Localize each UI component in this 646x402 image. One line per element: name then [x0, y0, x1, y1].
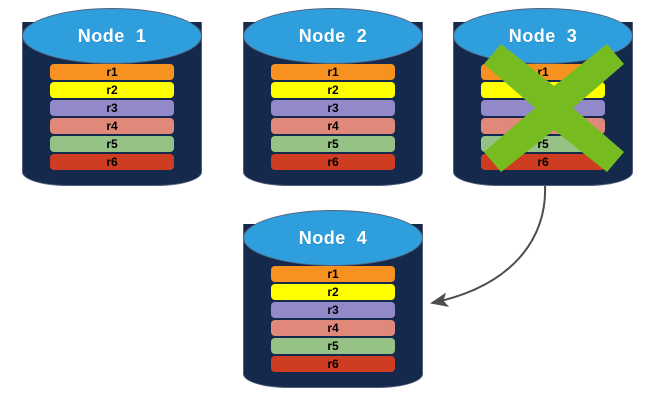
row-r3[interactable]: r3: [481, 100, 605, 116]
row-r5[interactable]: r5: [271, 136, 395, 152]
row-list-1: r1 r2 r3 r4 r5 r6: [50, 64, 174, 170]
row-r4[interactable]: r4: [481, 118, 605, 134]
node-title-2: Node 2: [298, 25, 368, 46]
row-r6[interactable]: r6: [50, 154, 174, 170]
node-1[interactable]: Node 1 r1 r2 r3 r4 r5 r6: [22, 8, 202, 186]
row-r3[interactable]: r3: [271, 302, 395, 318]
row-r4[interactable]: r4: [271, 118, 395, 134]
row-r2[interactable]: r2: [50, 82, 174, 98]
row-r3[interactable]: r3: [271, 100, 395, 116]
cylinder-top-3: Node 3: [453, 8, 633, 64]
row-r6[interactable]: r6: [271, 154, 395, 170]
row-r1[interactable]: r1: [481, 64, 605, 80]
row-r5[interactable]: r5: [50, 136, 174, 152]
node-title-1: Node 1: [77, 25, 147, 46]
arrow-path: [430, 185, 547, 307]
row-r3[interactable]: r3: [50, 100, 174, 116]
node-4[interactable]: Node 4 r1 r2 r3 r4 r5 r6: [243, 210, 423, 388]
row-list-4: r1 r2 r3 r4 r5 r6: [271, 266, 395, 372]
row-r1[interactable]: r1: [271, 64, 395, 80]
row-r1[interactable]: r1: [271, 266, 395, 282]
node-title-4: Node 4: [298, 227, 368, 248]
row-r6[interactable]: r6: [271, 356, 395, 372]
row-r6[interactable]: r6: [481, 154, 605, 170]
row-r2[interactable]: r2: [271, 82, 395, 98]
cylinder-top-4: Node 4: [243, 210, 423, 266]
cylinder-top-1: Node 1: [22, 8, 202, 64]
row-r2[interactable]: r2: [271, 284, 395, 300]
row-r5[interactable]: r5: [481, 136, 605, 152]
node-2[interactable]: Node 2 r1 r2 r3 r4 r5 r6: [243, 8, 423, 186]
row-r4[interactable]: r4: [50, 118, 174, 134]
row-r5[interactable]: r5: [271, 338, 395, 354]
row-r1[interactable]: r1: [50, 64, 174, 80]
node-3[interactable]: Node 3 r1 r2 r3 r4 r5 r6: [453, 8, 633, 186]
row-list-2: r1 r2 r3 r4 r5 r6: [271, 64, 395, 170]
row-list-3: r1 r2 r3 r4 r5 r6: [481, 64, 605, 170]
row-r2[interactable]: r2: [481, 82, 605, 98]
row-r4[interactable]: r4: [271, 320, 395, 336]
cylinder-top-2: Node 2: [243, 8, 423, 64]
node-title-3: Node 3: [508, 25, 578, 46]
